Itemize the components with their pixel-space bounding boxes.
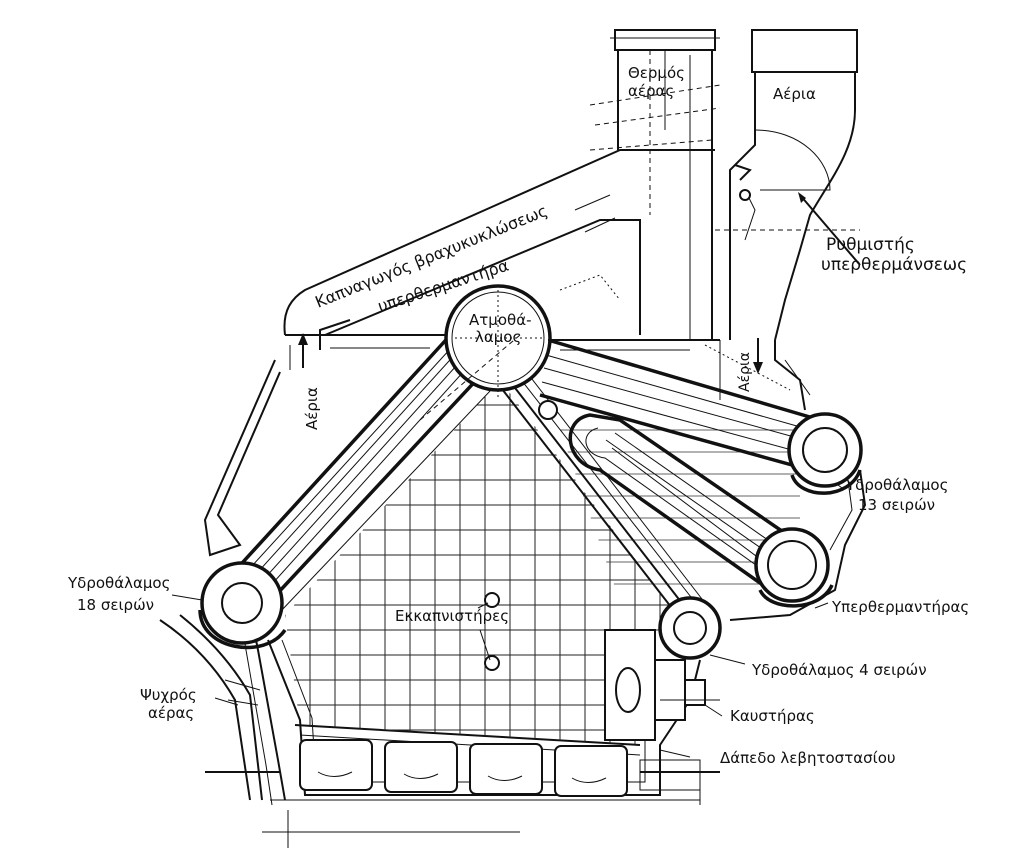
left-tube-bank	[220, 328, 511, 613]
water-drum-13-label-line1: Υδροθάλαμος	[845, 476, 948, 494]
hot-air-label-line1: Θερμός	[628, 64, 685, 82]
water-drum-4-label: Υδροθάλαμος 4 σειρών	[751, 661, 927, 679]
right-casing	[719, 340, 867, 621]
water-drum-18	[198, 561, 287, 650]
right-upper-tube-bank	[539, 338, 821, 472]
downcomer-tubes	[494, 369, 713, 626]
burner-windbox	[604, 629, 720, 791]
superheater-label: Υπερθερμαντήρας	[831, 598, 969, 616]
water-drum-13	[787, 412, 863, 495]
water-drum-18-label-line1: Υδροθάλαμος	[67, 574, 170, 592]
superheater-header	[754, 527, 834, 608]
water-drum-18-label-line2: 18 σειρών	[77, 596, 154, 614]
leader-lines	[171, 484, 843, 758]
soot-blowers-label: Εκκαπνιστήρες	[395, 607, 509, 625]
water-drum-4	[658, 596, 722, 660]
regulator-label-line2: υπερθερμάνσεως	[821, 255, 967, 275]
gases-left-label: Αέρια	[303, 387, 321, 430]
hot-air-label-line2: αέρας	[628, 82, 674, 100]
gases-top-label: Αέρια	[773, 85, 816, 103]
regulator-label-line1: Ρυθμιστής	[826, 235, 915, 255]
bypass-duct	[283, 149, 720, 351]
cold-air-label-line1: Ψυχρός	[140, 686, 197, 704]
flow-arrows	[298, 192, 861, 374]
internal-dashed-lines	[419, 50, 860, 421]
lower-air-cells	[262, 739, 700, 833]
steam-drum-label-line1: Ατμοθά-	[469, 311, 532, 329]
regulator-damper	[734, 164, 752, 201]
gases-right-label: Αέρια	[737, 352, 753, 392]
cold-air-duct	[159, 614, 263, 801]
burner-label: Καυστήρας	[730, 707, 815, 725]
steam-drum-label-line2: λαμος	[475, 328, 521, 346]
hot-air-stack	[610, 29, 720, 340]
gas-stack	[729, 29, 858, 341]
boiler-room-floor-label: Δάπεδο λεβητοστασίου	[720, 749, 896, 767]
water-drum-13-label-line2: 13 σειρών	[858, 496, 935, 514]
cold-air-label-line2: αέρας	[148, 704, 194, 722]
left-gas-pass	[203, 319, 351, 557]
steam-drum	[444, 284, 558, 420]
boiler-room-floor-line	[205, 771, 720, 848]
soot-blowers	[484, 592, 500, 671]
